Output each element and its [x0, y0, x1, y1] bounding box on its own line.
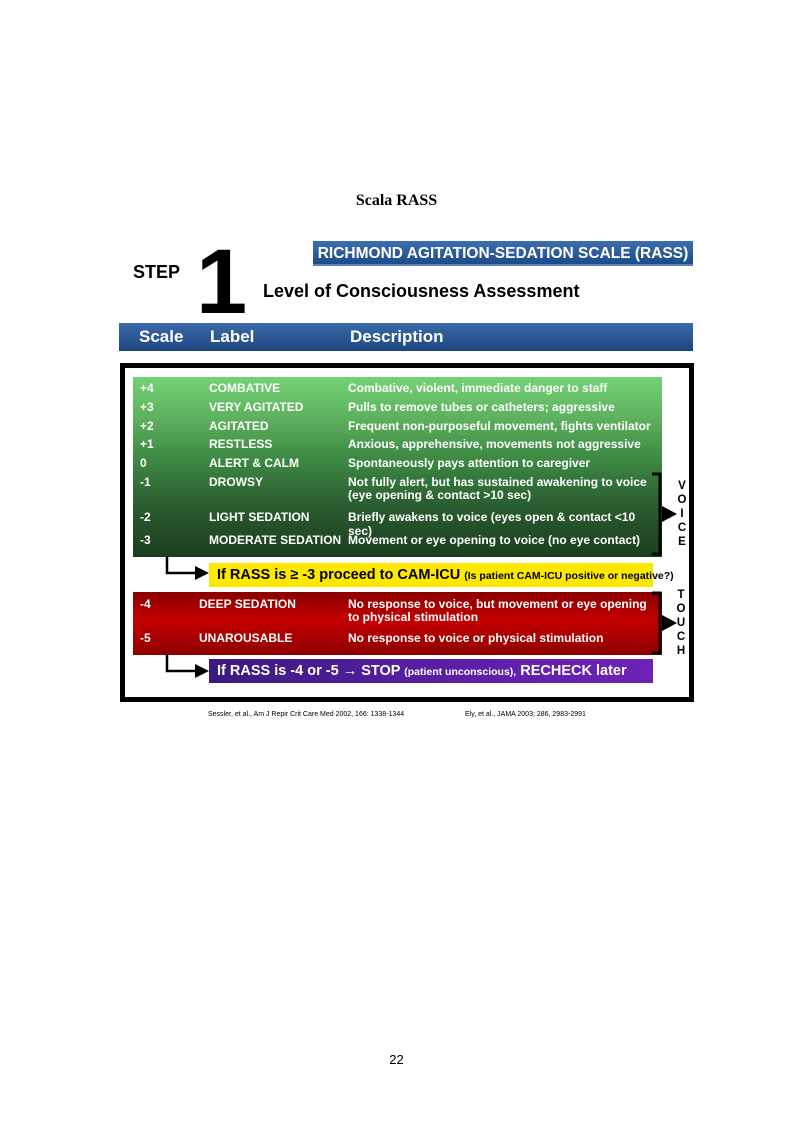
voice-letter: C: [677, 522, 687, 534]
column-label: Label: [210, 327, 255, 346]
citation-ely: Ely, et al., JAMA 2003; 286, 2983-2991: [465, 711, 586, 718]
arrow-right-icon: [165, 654, 209, 678]
section-title: Level of Consciousness Assessment: [263, 281, 580, 301]
green-scale-block: +4 COMBATIVE Combative, violent, immedia…: [133, 377, 662, 557]
scale-value: -1: [140, 475, 151, 489]
scale-label: ALERT & CALM: [209, 456, 299, 470]
scale-label: DROWSY: [209, 475, 263, 489]
stop-instruction: If RASS is -4 or -5 → STOP (patient unco…: [209, 659, 653, 683]
scale-description: Combative, violent, immediate danger to …: [348, 381, 608, 395]
voice-letter: I: [680, 508, 684, 520]
scale-description: No response to voice or physical stimula…: [348, 631, 604, 645]
scale-label: DEEP SEDATION: [199, 597, 296, 611]
voice-bracket-icon: [652, 472, 677, 556]
voice-letters: V O I C E: [676, 479, 688, 549]
scale-description: Spontaneously pays attention to caregive…: [348, 456, 591, 470]
step-number: 1: [196, 231, 247, 333]
touch-letter: C: [676, 631, 686, 643]
scale-description-line2: (eye opening & contact >10 sec): [348, 488, 532, 502]
scale-label: LIGHT SEDATION: [209, 510, 310, 524]
scale-value: +3: [140, 400, 154, 414]
voice-letter: E: [678, 536, 686, 548]
touch-letter: H: [676, 645, 686, 657]
stop-instruction-text: If RASS is -4 or -5 → STOP: [217, 663, 401, 679]
citation-sessler: Sessler, et al., Am J Repir Crit Care Me…: [208, 711, 405, 718]
scale-description: Anxious, apprehensive, movements not agg…: [348, 437, 641, 451]
touch-letter: T: [677, 589, 685, 601]
document-title: Scala RASS: [355, 192, 438, 209]
cam-icu-instruction-note: (Is patient CAM-ICU positive or negative…: [464, 570, 674, 582]
cam-icu-instruction-text: If RASS is ≥ -3 proceed to CAM-ICU: [217, 567, 461, 583]
scale-description: No response to voice, but movement or ey…: [348, 597, 647, 611]
scale-label: AGITATED: [209, 419, 269, 433]
step-label: STEP: [133, 262, 181, 282]
touch-letters: T O U C H: [675, 588, 687, 658]
column-header: Scale Label Description: [119, 323, 693, 351]
touch-bracket-icon: [652, 591, 677, 655]
scale-description: Not fully alert, but has sustained awake…: [348, 475, 647, 489]
scale-description: Frequent non-purposeful movement, fights…: [348, 419, 651, 433]
page-number: 22: [389, 1052, 404, 1067]
red-scale-block: -4 DEEP SEDATION No response to voice, b…: [133, 592, 662, 655]
scale-value: 0: [140, 456, 147, 470]
voice-letter: V: [678, 480, 686, 492]
scale-description: Movement or eye opening to voice (no eye…: [348, 533, 641, 547]
rass-banner: RICHMOND AGITATION-SEDATION SCALE (RASS): [313, 241, 693, 266]
rass-table-frame: [120, 363, 694, 702]
scale-label: UNAROUSABLE: [199, 631, 293, 645]
scale-description: Briefly awakens to voice (eyes open & co…: [348, 510, 636, 538]
column-description: Description: [350, 327, 444, 346]
arrow-right-icon: [165, 556, 209, 580]
scale-label: MODERATE SEDATION: [209, 533, 342, 547]
scale-value: -3: [140, 533, 151, 547]
scale-value: +1: [140, 437, 154, 451]
scale-label: VERY AGITATED: [209, 400, 304, 414]
cam-icu-instruction: If RASS is ≥ -3 proceed to CAM-ICU (Is p…: [209, 563, 674, 587]
scale-value: -2: [140, 510, 151, 524]
scale-value: +2: [140, 419, 154, 433]
stop-instruction-end: RECHECK later: [520, 663, 627, 679]
scale-label: RESTLESS: [209, 437, 273, 451]
scale-value: -4: [140, 597, 151, 611]
touch-letter: U: [676, 617, 686, 629]
scale-value: +4: [140, 381, 154, 395]
scale-label: COMBATIVE: [209, 381, 281, 395]
scale-value: -5: [140, 631, 151, 645]
scale-description-line2: to physical stimulation: [348, 610, 479, 624]
voice-letter: O: [677, 494, 687, 506]
column-scale: Scale: [139, 327, 184, 346]
touch-letter: O: [676, 603, 686, 615]
scale-description: Pulls to remove tubes or catheters; aggr…: [348, 400, 615, 414]
stop-instruction-note: (patient unconscious),: [404, 666, 517, 678]
